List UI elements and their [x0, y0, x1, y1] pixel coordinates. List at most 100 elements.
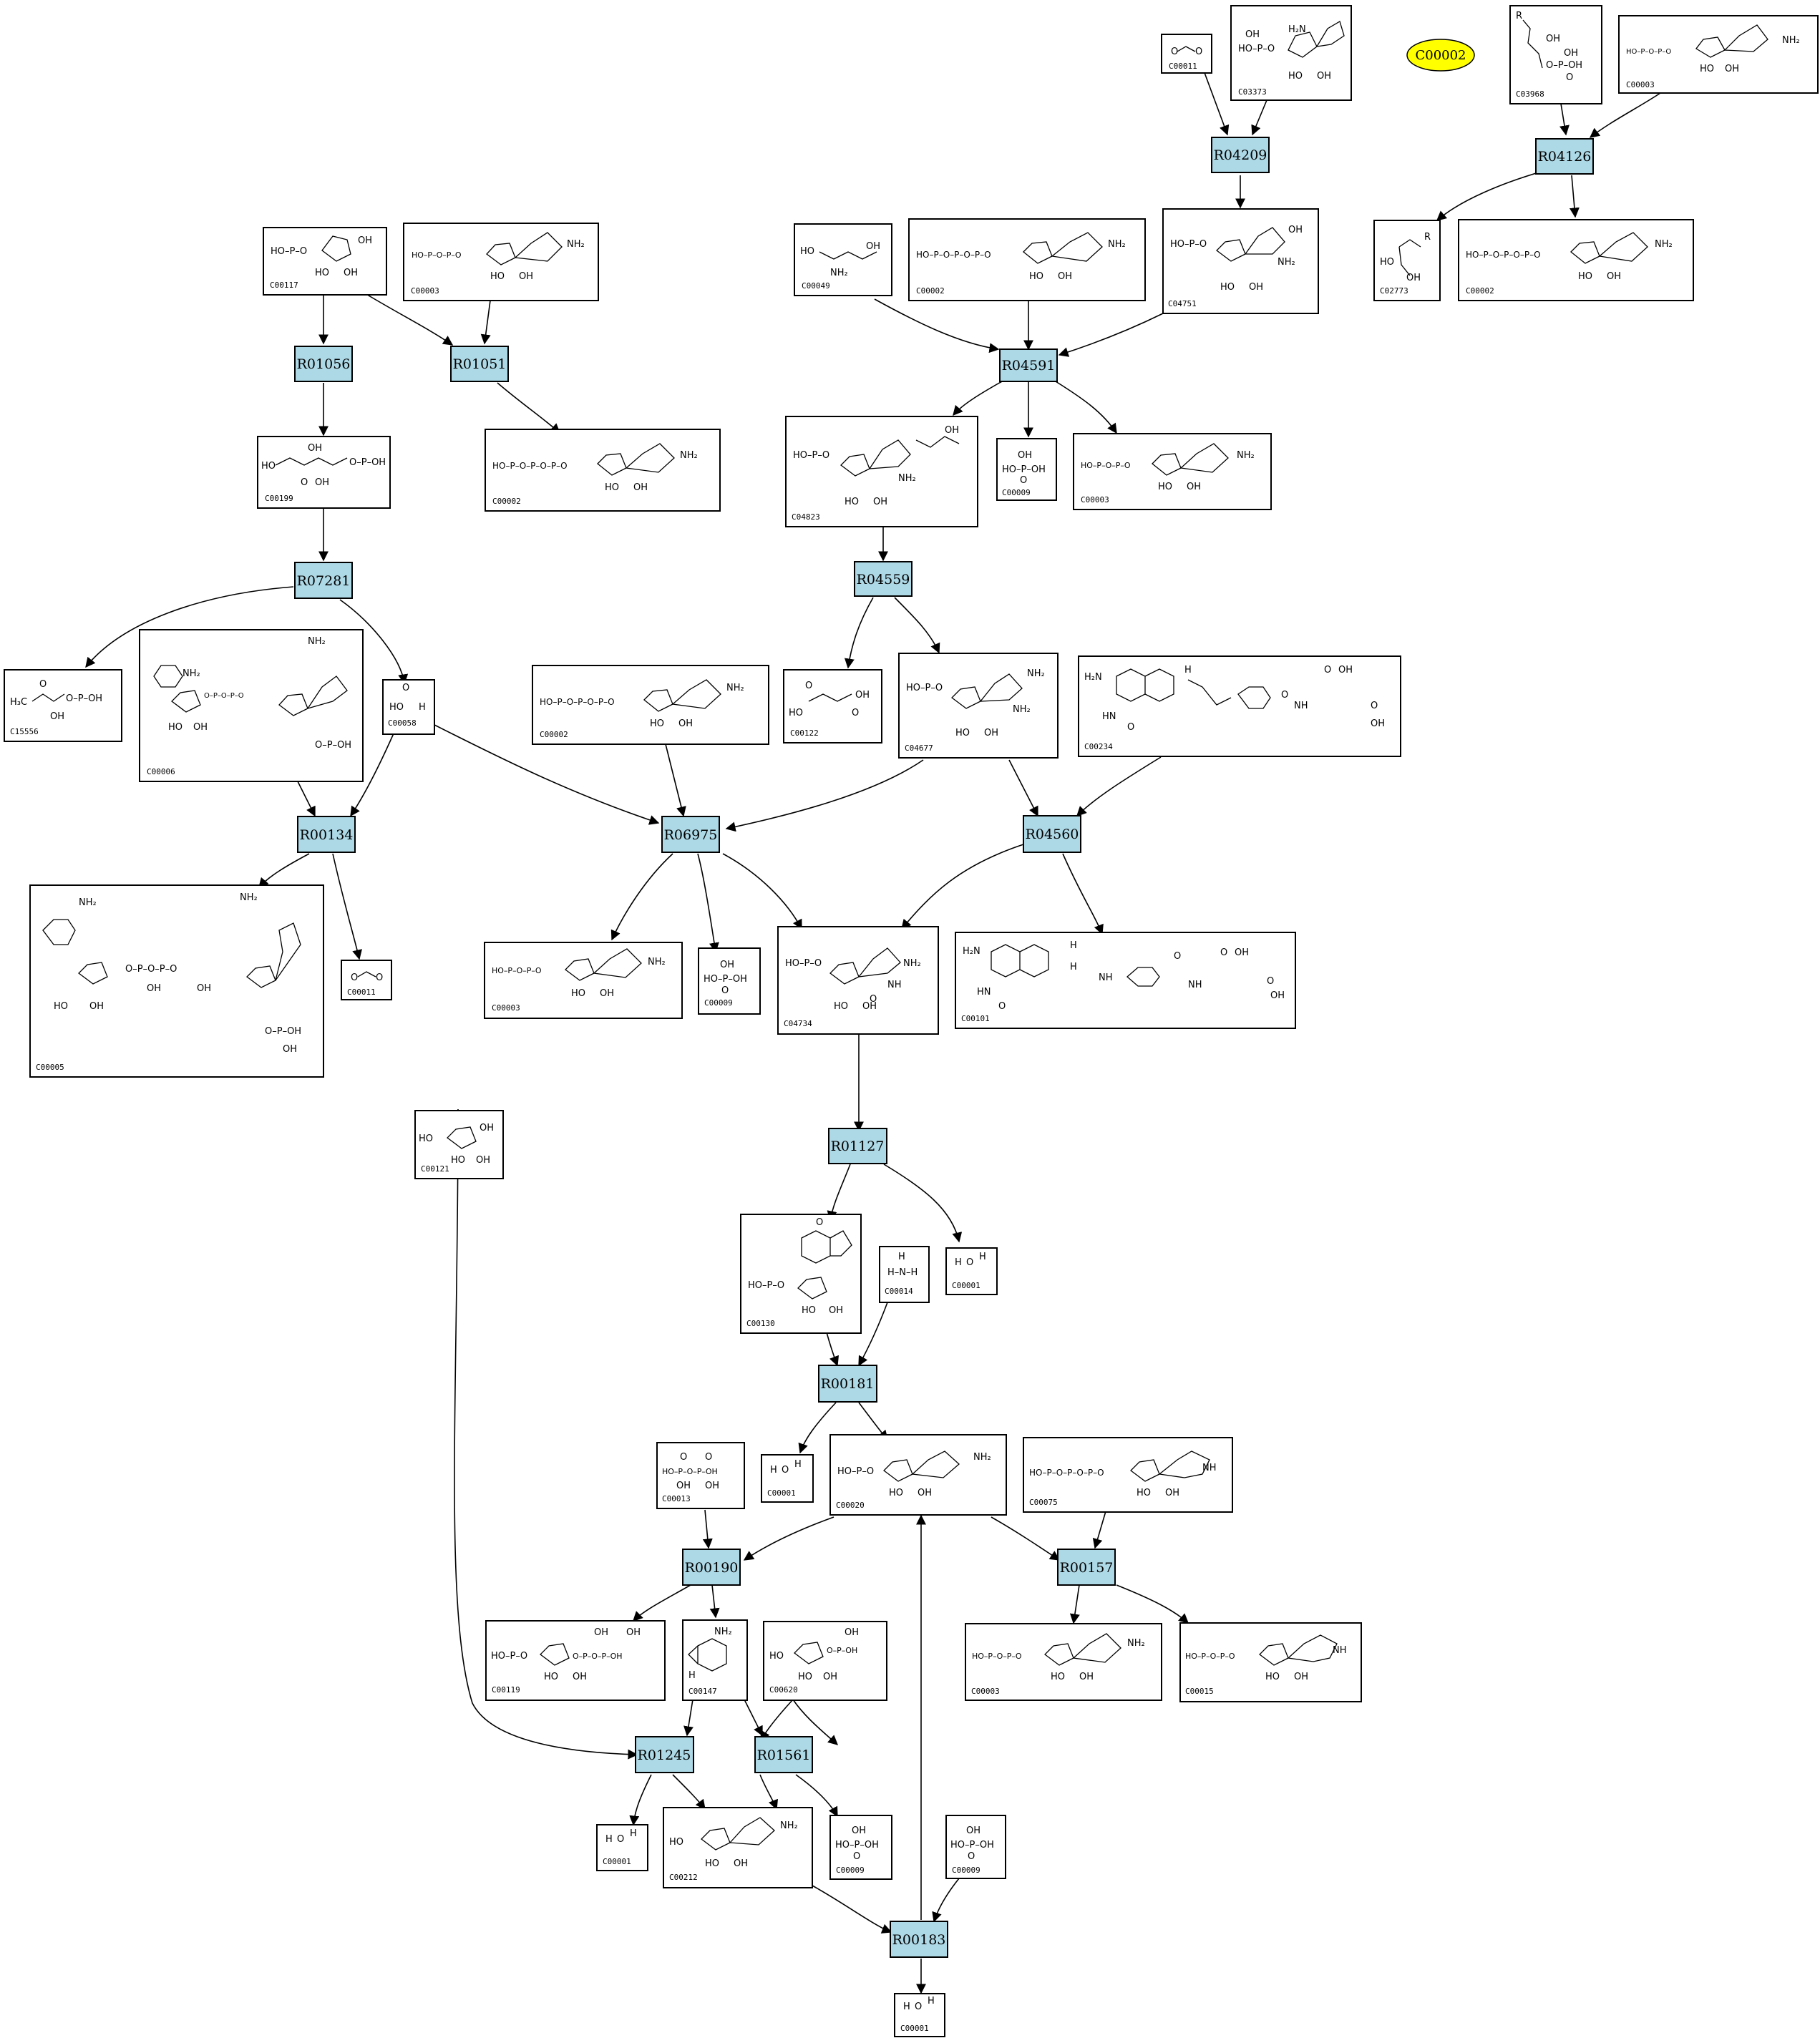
svg-text:NH₂: NH₂	[308, 636, 326, 647]
reaction-r04591[interactable]: R04591	[999, 348, 1058, 382]
reaction-r04209[interactable]: R04209	[1211, 137, 1270, 173]
svg-text:O–P–OH: O–P–OH	[315, 740, 351, 751]
reaction-r00190[interactable]: R00190	[682, 1549, 741, 1586]
svg-text:NH: NH	[1099, 972, 1113, 983]
reaction-r04560[interactable]: R04560	[1023, 815, 1081, 853]
compound-c00014[interactable]: H H–N–H C00014	[879, 1246, 930, 1303]
reaction-r00134[interactable]: R00134	[297, 816, 356, 853]
edge	[1062, 853, 1104, 935]
compound-c00009[interactable]: OH HO–P–OH O C00009	[829, 1815, 892, 1880]
reaction-r01245[interactable]: R01245	[635, 1736, 694, 1773]
reaction-r07281[interactable]: R07281	[294, 562, 353, 599]
svg-text:OH: OH	[633, 482, 648, 493]
svg-text:HO–P–OH: HO–P–OH	[835, 1840, 879, 1851]
reaction-r01056[interactable]: R01056	[294, 346, 353, 382]
reaction-r04126[interactable]: R04126	[1535, 138, 1594, 175]
edge	[258, 853, 310, 889]
reaction-r04559[interactable]: R04559	[854, 561, 913, 597]
svg-text:C00003: C00003	[1081, 495, 1109, 504]
svg-text:H: H	[688, 1670, 696, 1681]
reaction-r00157[interactable]: R00157	[1057, 1549, 1116, 1586]
svg-text:OH: OH	[734, 1858, 748, 1869]
svg-text:NH₂: NH₂	[1237, 450, 1255, 461]
svg-text:HO: HO	[1380, 257, 1394, 268]
svg-text:R: R	[1424, 232, 1431, 243]
svg-text:R01561: R01561	[757, 1747, 811, 1763]
compound-c03968[interactable]: R OH OH O–P–OH O C03968	[1509, 5, 1602, 104]
compound-c15556[interactable]: H₃C O O–P–OH OH C15556	[4, 669, 122, 742]
svg-text:NH₂: NH₂	[1013, 704, 1031, 715]
compound-c00009[interactable]: OH HO–P–OH O C00009	[996, 438, 1057, 501]
edge	[792, 1699, 839, 1745]
svg-text:OH: OH	[600, 988, 614, 999]
svg-text:O: O	[968, 1851, 975, 1862]
reaction-r01127[interactable]: R01127	[828, 1128, 887, 1164]
reaction-r00183[interactable]: R00183	[890, 1921, 948, 1958]
edge	[633, 1584, 691, 1622]
svg-text:O: O	[617, 1834, 624, 1845]
svg-text:OH: OH	[1058, 271, 1072, 282]
compound-c00009[interactable]: OH HO–P–OH O C00009	[945, 1815, 1006, 1879]
reaction-r06975[interactable]: R06975	[661, 816, 720, 853]
svg-text:HO: HO	[800, 246, 814, 257]
compound-c00147[interactable]: NH₂ H C00147	[682, 1619, 748, 1701]
reaction-r01561[interactable]: R01561	[754, 1736, 813, 1773]
reaction-r00181[interactable]: R00181	[818, 1365, 877, 1403]
svg-text:O: O	[1195, 47, 1202, 57]
edge	[844, 597, 874, 669]
svg-text:O: O	[966, 1257, 973, 1268]
svg-text:O: O	[1281, 690, 1288, 701]
edge	[1092, 1511, 1106, 1549]
compound-c00009[interactable]: OH HO–P–OH O C00009	[698, 947, 761, 1015]
compound-c00002-oval[interactable]: C00002	[1406, 39, 1475, 72]
svg-text:NH₂: NH₂	[240, 892, 258, 903]
edge	[991, 1516, 1061, 1561]
reaction-r01051[interactable]: R01051	[450, 346, 509, 382]
svg-text:H: H	[955, 1257, 962, 1268]
svg-text:C00002: C00002	[1466, 286, 1494, 296]
svg-text:O: O	[998, 1001, 1006, 1012]
edge	[826, 1332, 840, 1367]
svg-text:OH: OH	[480, 1123, 494, 1133]
svg-text:HO–P–O–P–O: HO–P–O–P–O	[1626, 48, 1671, 56]
